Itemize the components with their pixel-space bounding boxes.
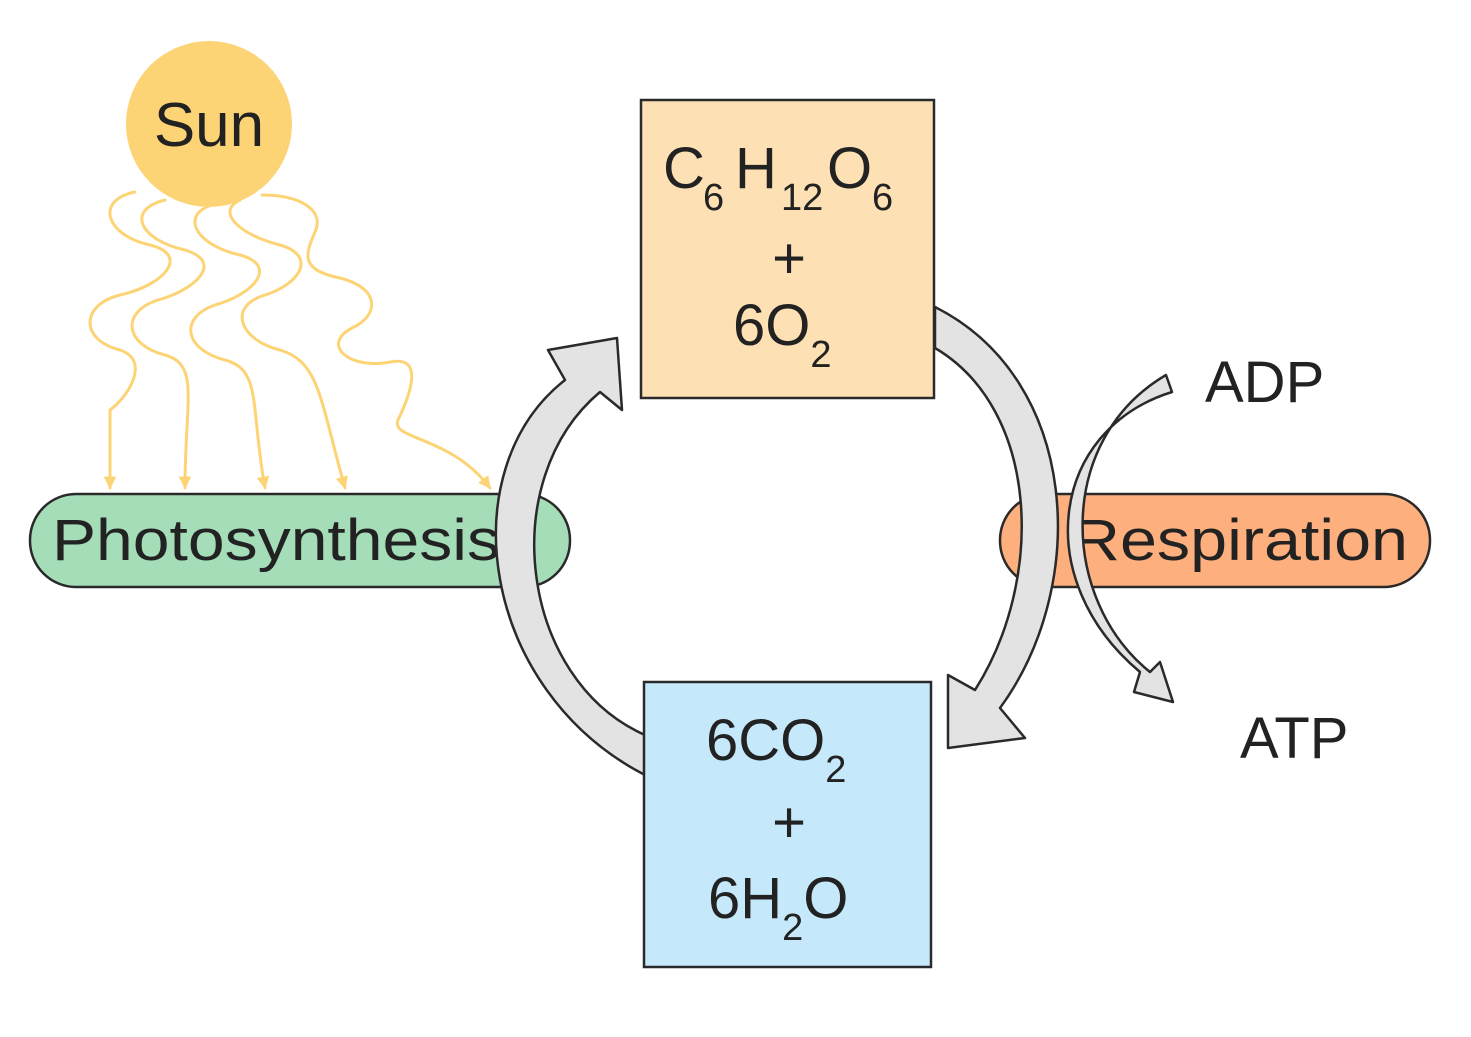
water-formula: 6H2O: [708, 866, 848, 949]
atp-label: ATP: [1240, 706, 1349, 771]
light-ray: [130, 198, 206, 490]
light-ray: [88, 190, 172, 490]
photosynthesis-label: Photosynthesis: [52, 508, 500, 573]
glucose-o-subscript: 6: [872, 177, 893, 219]
co2-formula: 6CO2: [706, 708, 846, 791]
water-suffix: O: [803, 866, 848, 931]
oxygen-prefix: 6O: [733, 293, 810, 358]
glucose-c: C: [663, 136, 705, 201]
co2-plus: +: [772, 790, 806, 855]
water-subscript: 2: [782, 907, 803, 949]
glucose-o: O: [827, 136, 872, 201]
sun-label: Sun: [154, 91, 264, 160]
adp-atp-arrow: [1066, 373, 1175, 704]
glucose-c-subscript: 6: [703, 177, 724, 219]
cycle-arrow-right: [933, 305, 1060, 750]
co2-prefix: 6CO: [706, 708, 825, 773]
respiration-pill: [998, 492, 1432, 589]
adp-label: ADP: [1205, 350, 1324, 415]
photosynthesis-pill: [28, 492, 572, 589]
glucose-oxygen-box: [639, 98, 936, 400]
glucose-h: H: [735, 136, 777, 201]
water-prefix: 6H: [708, 866, 782, 931]
light-ray: [228, 198, 348, 490]
cycle-arrow-left: [494, 336, 647, 777]
co2-water-box: [642, 680, 933, 969]
glucose-h-subscript: 12: [781, 177, 823, 219]
glucose-formula: C 6 H 12 O 6: [663, 136, 893, 219]
sun-shape: [126, 41, 292, 207]
co2-subscript: 2: [825, 749, 846, 791]
oxygen-formula: 6O2: [733, 293, 832, 376]
light-rays: [88, 190, 492, 490]
light-ray: [189, 203, 270, 490]
oxygen-subscript: 2: [810, 334, 831, 376]
glucose-plus: +: [772, 226, 806, 291]
light-ray: [260, 193, 492, 490]
respiration-label: Respiration: [1072, 508, 1408, 573]
